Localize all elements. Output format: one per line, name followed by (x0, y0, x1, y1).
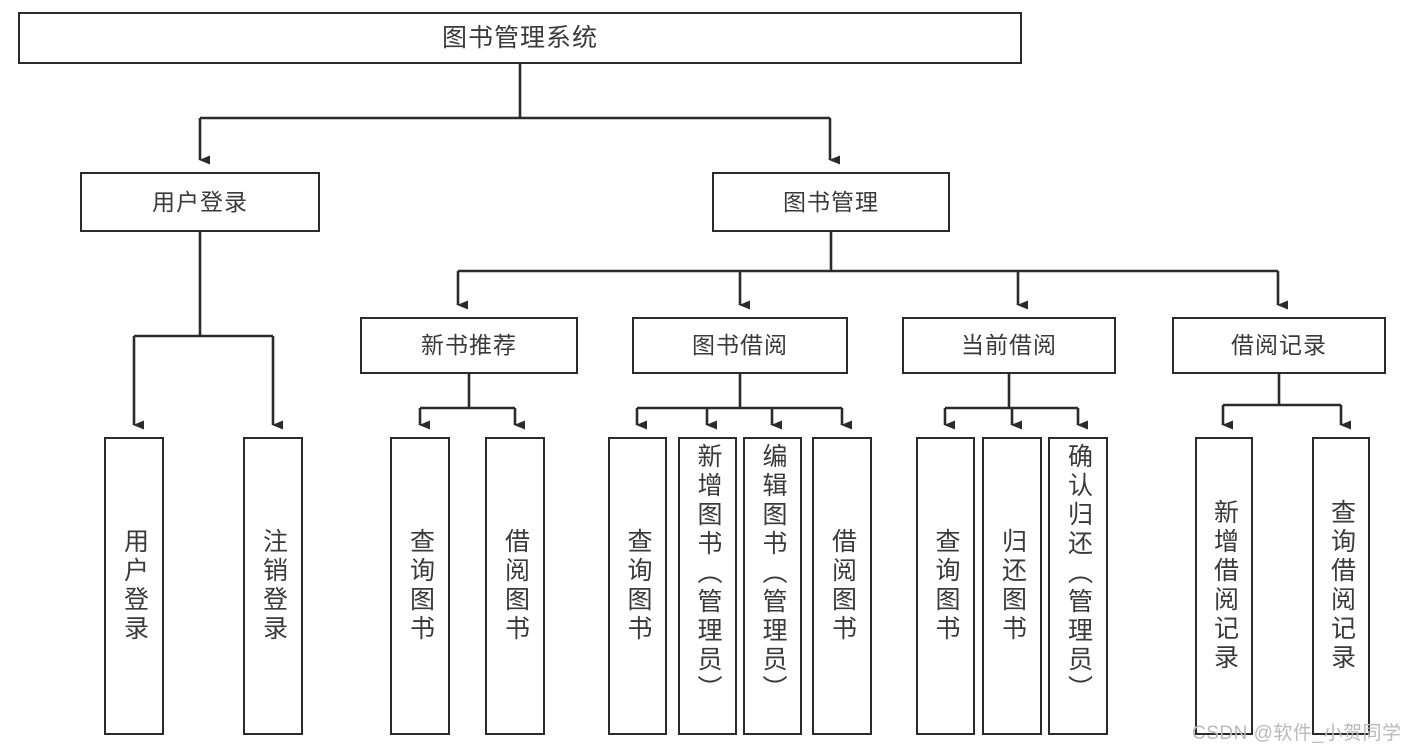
leaf-query-book-borrow[interactable]: 查询图书 (608, 437, 667, 735)
node-label: 用户登录 (152, 188, 248, 215)
node-label: 用户登录 (120, 528, 149, 644)
leaf-add-borrow-record[interactable]: 新增借阅记录 (1195, 437, 1253, 735)
node-label: 图书管理系统 (441, 23, 598, 52)
node-label: 查询图书 (624, 528, 652, 644)
connectors-new-book-to-leaves (418, 374, 525, 430)
node-label: 借阅图书 (501, 528, 530, 644)
node-label: 注销登录 (259, 528, 288, 644)
leaf-borrow-book-new[interactable]: 借阅图书 (485, 437, 545, 735)
node-new-book-recommend[interactable]: 新书推荐 (360, 317, 578, 374)
connectors-borrow-to-leaves (635, 374, 852, 430)
node-label: 查询借阅记录 (1327, 499, 1356, 673)
node-label: 当前借阅 (961, 332, 1057, 359)
leaf-logout[interactable]: 注销登录 (243, 437, 303, 735)
connectors-current-borrow-to-leaves (943, 374, 1088, 430)
leaf-query-book-current[interactable]: 查询图书 (916, 437, 975, 735)
node-label: 图书借阅 (692, 332, 788, 359)
node-label: 新增借阅记录 (1210, 499, 1239, 673)
connectors-book-mgmt-to-level3 (456, 232, 1288, 310)
node-label: 新书推荐 (421, 332, 517, 359)
node-borrow-record[interactable]: 借阅记录 (1172, 317, 1386, 374)
leaf-query-borrow-record[interactable]: 查询借阅记录 (1312, 437, 1370, 735)
node-root-system[interactable]: 图书管理系统 (18, 12, 1022, 64)
leaf-return-book[interactable]: 归还图书 (982, 437, 1042, 735)
node-current-borrow[interactable]: 当前借阅 (902, 317, 1116, 374)
node-label: 查询图书 (406, 528, 435, 644)
node-label: 查询图书 (932, 528, 960, 644)
node-label: 借阅图书 (828, 528, 857, 644)
node-user-login[interactable]: 用户登录 (80, 172, 320, 232)
node-book-management[interactable]: 图书管理 (712, 172, 950, 232)
node-label: 借阅记录 (1231, 332, 1327, 359)
node-label: 归还图书 (998, 528, 1027, 644)
connectors-user-login-to-leaves (132, 232, 283, 430)
node-label: 图书管理 (783, 188, 879, 215)
leaf-edit-book-admin[interactable]: 编辑图书（管理员） (743, 437, 802, 735)
node-book-borrow[interactable]: 图书借阅 (632, 317, 848, 374)
connectors-borrow-record-to-leaves (1221, 374, 1351, 430)
leaf-confirm-return-admin[interactable]: 确认归还（管理员） (1048, 437, 1108, 735)
leaf-add-book-admin[interactable]: 新增图书（管理员） (678, 437, 737, 735)
leaf-query-book-new[interactable]: 查询图书 (390, 437, 450, 735)
leaf-borrow-book[interactable]: 借阅图书 (812, 437, 872, 735)
node-label: 新增图书（管理员） (694, 443, 722, 704)
leaf-user-login[interactable]: 用户登录 (104, 437, 164, 735)
connectors-root-to-level2 (198, 64, 840, 165)
node-label: 编辑图书（管理员） (759, 443, 787, 704)
node-label: 确认归还（管理员） (1064, 443, 1093, 704)
